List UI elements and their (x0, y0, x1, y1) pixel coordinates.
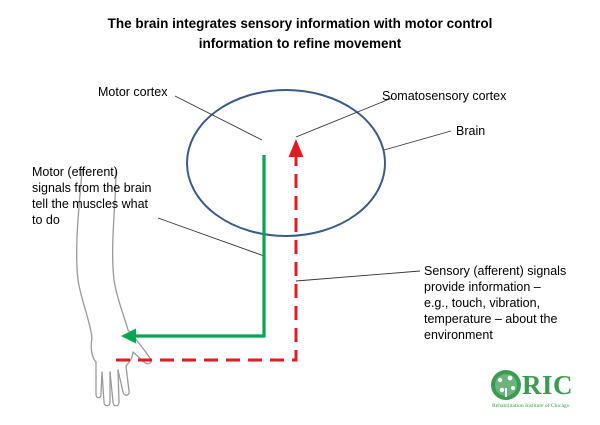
somatosensory-leader (295, 97, 393, 138)
sensory-signals-line: e.g., touch, vibration, (424, 296, 541, 310)
sensory-signals-label: Sensory (afferent) signals provide infor… (424, 263, 566, 343)
sensory-signals-line: provide information – (424, 280, 541, 294)
sensory-signals-leader (295, 270, 421, 282)
motor-cortex-leader (174, 95, 263, 141)
title-line-1: The brain integrates sensory information… (107, 16, 493, 31)
brain-leader (383, 130, 452, 151)
motor-cortex-label: Motor cortex (98, 85, 168, 99)
somatosensory-cortex-label: Somatosensory cortex (382, 89, 507, 103)
brain-label: Brain (456, 124, 486, 138)
arm-hand-illustration (76, 169, 152, 407)
ric-logo-wordmark: RIC (522, 370, 574, 400)
diagram-title: The brain integrates sensory information… (40, 14, 560, 54)
brain-ellipse (186, 89, 386, 237)
motor-signals-leader (157, 217, 265, 257)
motor-signals-line: Motor (efferent) (32, 165, 118, 179)
motor-signals-line: signals from the brain (32, 181, 152, 195)
motor-signals-label: Motor (efferent) signals from the brain … (32, 164, 152, 228)
sensory-signals-line: environment (424, 328, 493, 342)
ric-logo-emblem (491, 370, 521, 400)
sensory-pathway-arrow (116, 139, 304, 362)
motor-signals-line: tell the muscles what (32, 197, 149, 211)
sensory-signals-line: Sensory (afferent) signals (424, 264, 567, 278)
motor-pathway-arrow (121, 155, 266, 344)
sensory-signals-line: temperature – about the (424, 312, 558, 326)
motor-signals-line: to do (32, 213, 60, 227)
ric-logo-subtitle: Rehabilitation Institute of Chicago (492, 403, 570, 409)
title-line-2: information to refine movement (198, 36, 402, 51)
